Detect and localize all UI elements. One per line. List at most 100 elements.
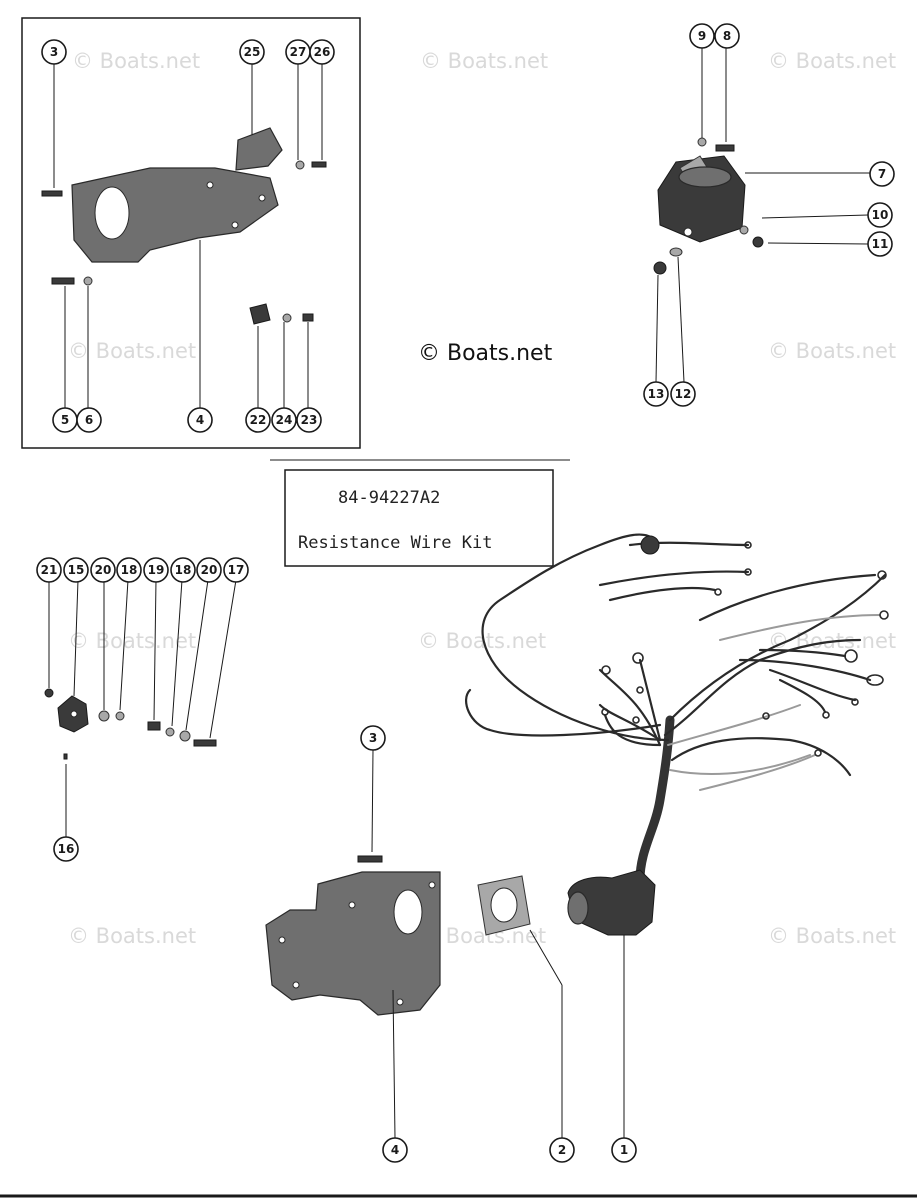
watermark-5: © Boats.net bbox=[768, 339, 896, 363]
watermark-2: © Boats.net bbox=[420, 49, 548, 73]
callout-8: 8 bbox=[714, 23, 740, 49]
svg-text:19: 19 bbox=[148, 563, 165, 577]
callout-27: 27 bbox=[285, 39, 311, 65]
callout-1: 1 bbox=[611, 1137, 637, 1163]
callout-11: 11 bbox=[867, 231, 893, 257]
callout-25: 25 bbox=[239, 39, 265, 65]
washer-part-10 bbox=[739, 225, 749, 235]
spacer-part-19 bbox=[147, 721, 161, 731]
screw-part-8 bbox=[715, 144, 735, 152]
bracket-bolt-inset bbox=[41, 190, 63, 197]
callout-24: 24 bbox=[271, 407, 297, 433]
washer-part-18b bbox=[165, 727, 175, 737]
gasket-part-2 bbox=[477, 875, 531, 936]
kit-label-box: 84-94227A2 Resistance Wire Kit bbox=[270, 459, 570, 567]
callout-15: 15 bbox=[63, 557, 89, 583]
svg-text:4: 4 bbox=[391, 1143, 399, 1157]
svg-text:16: 16 bbox=[58, 842, 75, 856]
svg-text:20: 20 bbox=[201, 563, 218, 577]
callout-10: 10 bbox=[867, 202, 893, 228]
svg-text:25: 25 bbox=[244, 45, 261, 59]
nut-part-13 bbox=[653, 261, 667, 275]
watermark-3: © Boats.net bbox=[768, 49, 896, 73]
bolt-part-3-lower bbox=[357, 855, 383, 863]
callout-4-inset: 4 bbox=[187, 407, 213, 433]
svg-text:18: 18 bbox=[175, 563, 192, 577]
callout-2: 2 bbox=[549, 1137, 575, 1163]
svg-text:5: 5 bbox=[61, 413, 69, 427]
callout-23: 23 bbox=[296, 407, 322, 433]
callout-20-a: 20 bbox=[90, 557, 116, 583]
screw-part-5 bbox=[51, 277, 75, 285]
nut-part-11 bbox=[752, 236, 764, 248]
callout-22: 22 bbox=[245, 407, 271, 433]
clamp-part-22 bbox=[249, 303, 271, 325]
clip-part-25 bbox=[235, 127, 283, 171]
washer-part-12 bbox=[669, 247, 683, 257]
watermark-11: © Boats.net bbox=[768, 924, 896, 948]
watermark-4: © Boats.net bbox=[68, 339, 196, 363]
svg-text:12: 12 bbox=[675, 387, 692, 401]
svg-text:8: 8 bbox=[723, 29, 731, 43]
kit-part-number: 84-94227A2 bbox=[338, 488, 440, 508]
svg-text:1: 1 bbox=[620, 1143, 628, 1157]
callout-13: 13 bbox=[643, 381, 669, 407]
screw-part-26 bbox=[311, 161, 327, 168]
callout-18-a: 18 bbox=[116, 557, 142, 583]
callout-4-lower: 4 bbox=[382, 1137, 408, 1163]
svg-text:2: 2 bbox=[558, 1143, 566, 1157]
copyright-label: © Boats.net bbox=[418, 341, 553, 366]
solenoid-part-7 bbox=[657, 155, 746, 243]
callout-20-b: 20 bbox=[196, 557, 222, 583]
svg-text:7: 7 bbox=[878, 167, 886, 181]
svg-text:20: 20 bbox=[95, 563, 112, 577]
bracket-part-inset bbox=[71, 167, 279, 263]
screw-part-23 bbox=[302, 313, 314, 322]
washer-part-6 bbox=[83, 276, 93, 286]
callout-5: 5 bbox=[52, 407, 78, 433]
callout-3-inset: 3 bbox=[41, 39, 67, 65]
callout-19: 19 bbox=[143, 557, 169, 583]
svg-text:6: 6 bbox=[85, 413, 93, 427]
washer-part-24 bbox=[282, 313, 292, 323]
svg-text:21: 21 bbox=[41, 563, 58, 577]
svg-text:4: 4 bbox=[196, 413, 204, 427]
svg-text:11: 11 bbox=[872, 237, 889, 251]
callout-16: 16 bbox=[53, 836, 79, 862]
callout-12: 12 bbox=[670, 381, 696, 407]
kit-description: Resistance Wire Kit bbox=[298, 533, 492, 553]
watermark-9: © Boats.net bbox=[68, 924, 196, 948]
callout-21: 21 bbox=[36, 557, 62, 583]
svg-text:13: 13 bbox=[648, 387, 665, 401]
nut-part-20b bbox=[179, 730, 191, 742]
callout-18-b: 18 bbox=[170, 557, 196, 583]
callout-26: 26 bbox=[309, 39, 335, 65]
svg-text:24: 24 bbox=[276, 413, 293, 427]
pin-part-16 bbox=[63, 753, 68, 760]
svg-text:26: 26 bbox=[314, 45, 331, 59]
svg-text:23: 23 bbox=[301, 413, 318, 427]
screw-part-17 bbox=[193, 739, 217, 747]
svg-text:17: 17 bbox=[228, 563, 245, 577]
callout-7: 7 bbox=[869, 161, 895, 187]
nut-part-20a bbox=[98, 710, 110, 722]
svg-text:18: 18 bbox=[121, 563, 138, 577]
bracket-part-lower bbox=[265, 871, 441, 1016]
svg-text:10: 10 bbox=[872, 208, 889, 222]
svg-text:3: 3 bbox=[50, 45, 58, 59]
nut-part-21 bbox=[44, 688, 54, 698]
callout-6: 6 bbox=[76, 407, 102, 433]
watermark-1: © Boats.net bbox=[72, 49, 200, 73]
inset-frame bbox=[21, 17, 361, 449]
svg-text:27: 27 bbox=[290, 45, 307, 59]
washer-part-18a bbox=[115, 711, 125, 721]
svg-text:22: 22 bbox=[250, 413, 267, 427]
svg-text:9: 9 bbox=[698, 29, 706, 43]
nut-part-27 bbox=[295, 160, 305, 170]
wiring-harness-part-1 bbox=[464, 533, 889, 936]
terminal-block-part-15 bbox=[57, 695, 89, 733]
svg-text:15: 15 bbox=[68, 563, 85, 577]
washer-part-9 bbox=[697, 137, 707, 147]
callout-17: 17 bbox=[223, 557, 249, 583]
